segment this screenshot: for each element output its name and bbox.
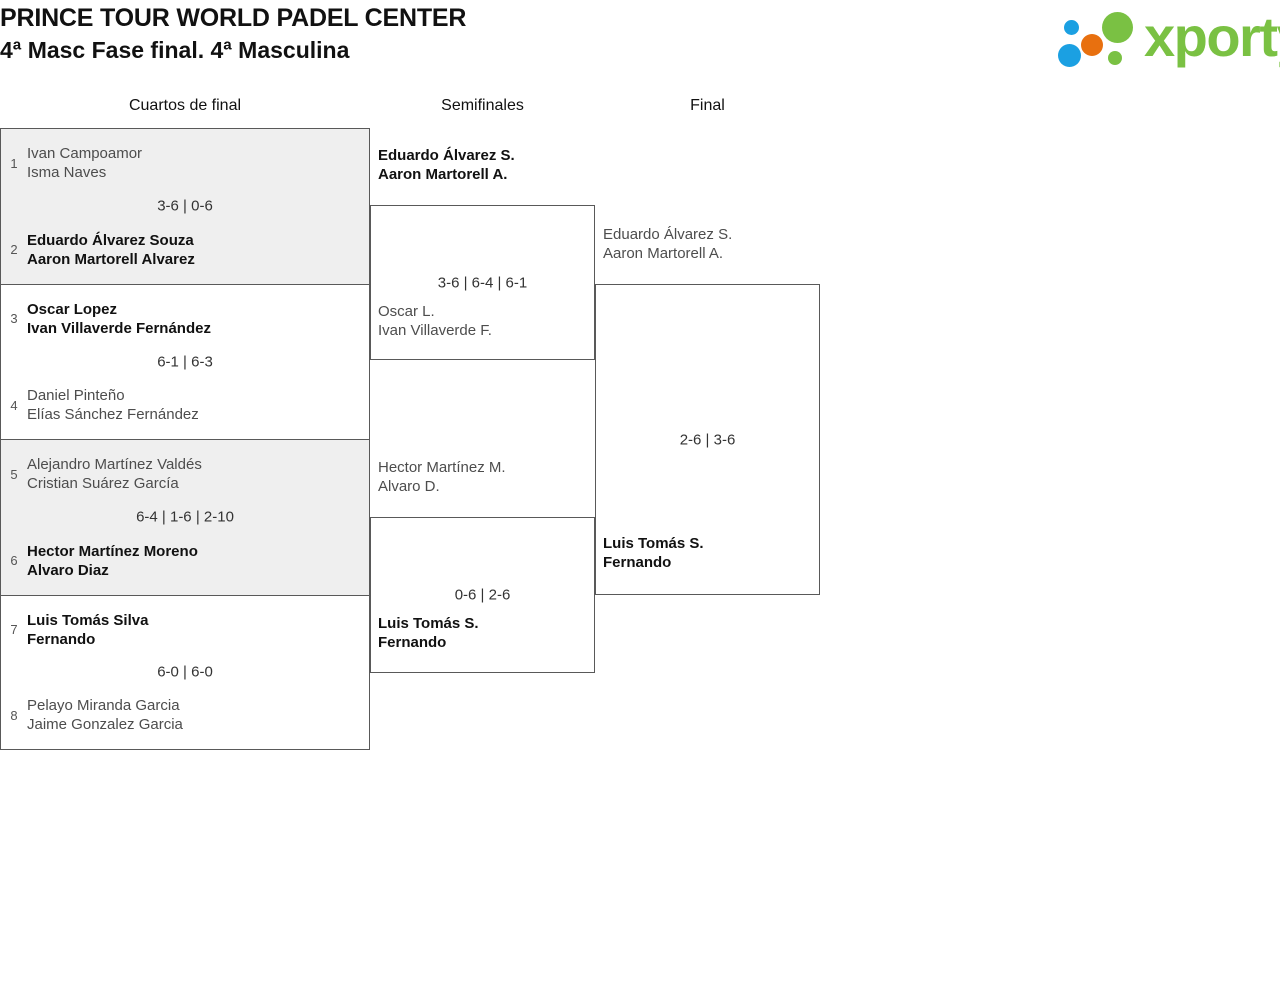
column-header-semifinals: Semifinales — [441, 97, 524, 114]
seed-number: 3 — [10, 311, 18, 326]
page-header: PRINCE TOUR WORLD PADEL CENTER 4ª Masc F… — [0, 0, 1280, 92]
logo-dot-green-large-icon — [1102, 12, 1133, 43]
player-name: Isma Naves — [27, 164, 107, 181]
team-players: Alejandro Martínez Valdés Cristian Suáre… — [27, 455, 202, 493]
player-name: Luis Tomás S. — [378, 615, 479, 632]
match-qf-2-team-bottom[interactable]: 4 Daniel Pinteño Elías Sánchez Fernández — [1, 381, 369, 429]
match-final[interactable]: 2-6 | 3-6 — [595, 284, 820, 595]
player-name: Aaron Martorell A. — [603, 245, 724, 262]
seed-number: 7 — [10, 622, 18, 637]
team-players: Luis Tomás S. Fernando — [603, 535, 704, 571]
team-players: Luis Tomás Silva Fernando — [27, 611, 148, 649]
player-name: Fernando — [378, 634, 447, 651]
match-qf-1[interactable]: 1 Ivan Campoamor Isma Naves 3-6 | 0-6 2 … — [0, 128, 370, 284]
match-sf-2-team-top[interactable]: Hector Martínez M. Alvaro D. — [370, 458, 580, 496]
match-final-team-top[interactable]: Eduardo Álvarez S. Aaron Martorell A. — [595, 225, 810, 263]
match-final-team-bottom[interactable]: Luis Tomás S. Fernando — [595, 534, 810, 572]
match-qf-2-team-top[interactable]: 3 Oscar Lopez Ivan Villaverde Fernández — [1, 295, 369, 343]
logo-dots-icon — [1058, 10, 1142, 68]
player-name: Ivan Villaverde F. — [378, 322, 492, 339]
match-sf-1-team-top[interactable]: Eduardo Álvarez S. Aaron Martorell A. — [370, 146, 580, 184]
seed-number: 2 — [10, 242, 18, 257]
match-qf-3-score: 6-4 | 1-6 | 2-10 — [136, 508, 234, 526]
player-name: Eduardo Álvarez Souza — [27, 231, 194, 249]
logo-dot-blue-small-icon — [1064, 20, 1079, 35]
seed-number: 1 — [10, 155, 18, 171]
player-name: Pelayo Miranda Garcia — [27, 697, 180, 714]
team-players: Eduardo Álvarez Souza Aaron Martorell Al… — [27, 231, 195, 269]
match-sf-1[interactable]: 3-6 | 6-4 | 6-1 — [370, 205, 595, 360]
tournament-subtitle: 4ª Masc Fase final. 4ª Masculina — [0, 37, 350, 63]
seed-number: 6 — [10, 553, 18, 568]
match-qf-2[interactable]: 3 Oscar Lopez Ivan Villaverde Fernández … — [0, 283, 370, 439]
player-name: Ivan Campoamor — [27, 145, 143, 162]
player-name: Fernando — [27, 630, 96, 648]
player-name: Aaron Martorell A. — [378, 166, 508, 183]
match-qf-4-team-top[interactable]: 7 Luis Tomás Silva Fernando — [1, 606, 369, 654]
player-name: Cristian Suárez García — [27, 475, 179, 492]
logo-dot-blue-large-icon — [1058, 44, 1081, 67]
logo-wordmark: xporty — [1144, 5, 1280, 68]
match-qf-2-score: 6-1 | 6-3 — [157, 353, 213, 371]
tournament-title: PRINCE TOUR WORLD PADEL CENTER — [0, 4, 467, 32]
player-name: Oscar Lopez — [27, 300, 118, 318]
match-final-score: 2-6 | 3-6 — [679, 431, 736, 448]
team-players: Eduardo Álvarez S. Aaron Martorell A. — [378, 147, 515, 183]
player-name: Fernando — [603, 554, 672, 571]
team-players: Oscar L. Ivan Villaverde F. — [378, 303, 492, 339]
team-players: Daniel Pinteño Elías Sánchez Fernández — [27, 386, 199, 424]
match-sf-2-team-bottom[interactable]: Luis Tomás S. Fernando — [370, 614, 580, 652]
match-qf-4-team-bottom[interactable]: 8 Pelayo Miranda Garcia Jaime Gonzalez G… — [1, 691, 369, 739]
team-players: Ivan Campoamor Isma Naves — [27, 144, 142, 182]
player-name: Luis Tomás Silva — [27, 611, 149, 629]
player-name: Luis Tomás S. — [603, 535, 704, 552]
team-players: Luis Tomás S. Fernando — [378, 615, 479, 651]
player-name: Alvaro D. — [378, 478, 440, 495]
seed-number: 5 — [10, 466, 18, 482]
column-header-final: Final — [690, 97, 725, 114]
logo-dot-orange-icon — [1081, 34, 1103, 56]
player-name: Aaron Martorell Alvarez — [27, 250, 195, 268]
title-block: PRINCE TOUR WORLD PADEL CENTER 4ª Masc F… — [0, 2, 466, 66]
seed-number: 4 — [10, 397, 18, 413]
player-name: Hector Martínez M. — [378, 459, 506, 476]
logo-dot-green-small-icon — [1108, 51, 1122, 65]
xporty-logo[interactable]: xporty — [1044, 5, 1280, 68]
team-players: Pelayo Miranda Garcia Jaime Gonzalez Gar… — [27, 696, 183, 734]
match-qf-3[interactable]: 5 Alejandro Martínez Valdés Cristian Suá… — [0, 439, 370, 595]
team-players: Oscar Lopez Ivan Villaverde Fernández — [27, 300, 211, 338]
player-name: Jaime Gonzalez Garcia — [27, 716, 183, 733]
match-qf-3-team-bottom[interactable]: 6 Hector Martínez Moreno Alvaro Diaz — [1, 537, 369, 585]
player-name: Elías Sánchez Fernández — [27, 406, 199, 423]
match-sf-1-score: 3-6 | 6-4 | 6-1 — [437, 274, 528, 291]
player-name: Eduardo Álvarez S. — [378, 147, 515, 164]
match-qf-4[interactable]: 7 Luis Tomás Silva Fernando 6-0 | 6-0 8 … — [0, 594, 370, 750]
player-name: Daniel Pinteño — [27, 387, 125, 404]
match-qf-4-score: 6-0 | 6-0 — [157, 663, 213, 681]
player-name: Alejandro Martínez Valdés — [27, 456, 202, 473]
match-qf-3-team-top[interactable]: 5 Alejandro Martínez Valdés Cristian Suá… — [1, 450, 369, 498]
match-qf-1-team-bottom[interactable]: 2 Eduardo Álvarez Souza Aaron Martorell … — [1, 226, 369, 274]
match-sf-2-score: 0-6 | 2-6 — [454, 586, 511, 604]
match-sf-2[interactable]: 0-6 | 2-6 — [370, 517, 595, 673]
match-qf-1-score: 3-6 | 0-6 — [157, 197, 213, 215]
match-qf-1-team-top[interactable]: 1 Ivan Campoamor Isma Naves — [1, 139, 369, 187]
team-players: Hector Martínez M. Alvaro D. — [378, 459, 506, 495]
player-name: Oscar L. — [378, 303, 435, 320]
column-header-quarterfinals: Cuartos de final — [128, 97, 242, 114]
team-players: Eduardo Álvarez S. Aaron Martorell A. — [603, 226, 732, 262]
player-name: Alvaro Diaz — [27, 561, 109, 579]
player-name: Hector Martínez Moreno — [27, 542, 198, 560]
player-name: Ivan Villaverde Fernández — [27, 319, 211, 337]
round-quarterfinals: 1 Ivan Campoamor Isma Naves 3-6 | 0-6 2 … — [0, 128, 370, 750]
team-players: Hector Martínez Moreno Alvaro Diaz — [27, 542, 198, 580]
seed-number: 8 — [10, 707, 18, 723]
player-name: Eduardo Álvarez S. — [603, 226, 733, 243]
match-sf-1-team-bottom[interactable]: Oscar L. Ivan Villaverde F. — [370, 302, 580, 340]
